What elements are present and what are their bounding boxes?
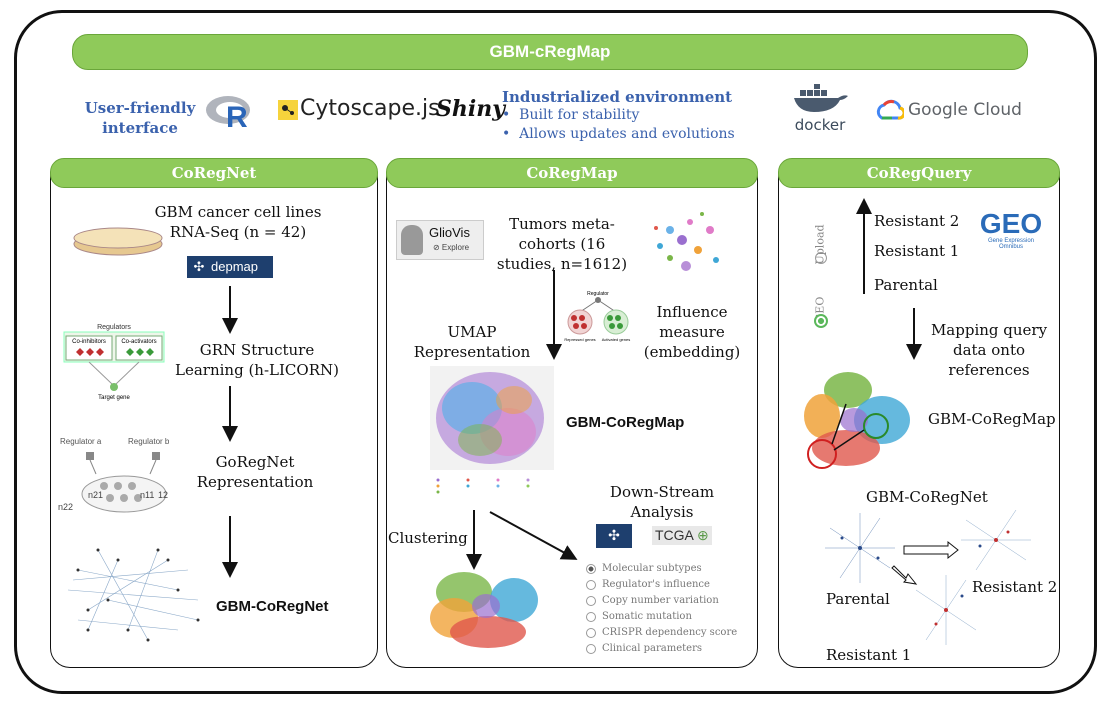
docker-logo: docker bbox=[790, 84, 850, 136]
svg-text:n22: n22 bbox=[58, 502, 73, 512]
gbm-coregmap-result: GBM-CoRegMap bbox=[566, 414, 685, 431]
svg-text:Co-inhibitors: Co-inhibitors bbox=[72, 339, 106, 345]
net-resistant2-label: Resistant 2 bbox=[972, 578, 1058, 596]
google-cloud-icon bbox=[876, 98, 906, 122]
analysis-option[interactable]: Somatic mutation bbox=[586, 609, 756, 625]
coregmap-banner: CoRegMap bbox=[386, 158, 758, 188]
hollow-arrow-down bbox=[891, 565, 918, 585]
analysis-option[interactable]: Regulator's influence bbox=[586, 577, 756, 593]
radio-icon bbox=[586, 611, 596, 622]
bullet-item: • Built for stability bbox=[502, 107, 640, 123]
coregnet-network-image bbox=[58, 530, 208, 660]
query-map-result: GBM-CoRegMap bbox=[928, 410, 1056, 428]
analysis-options-list: Molecular subtypes Regulator's influence… bbox=[586, 561, 756, 657]
svg-text:n11: n11 bbox=[140, 490, 154, 500]
tcga-logo: TCGA ⊕ bbox=[652, 526, 712, 545]
analysis-option[interactable]: CRISPR dependency score bbox=[586, 625, 756, 641]
geo-radio-selected-icon[interactable] bbox=[814, 314, 828, 328]
svg-text:Regulator b: Regulator b bbox=[128, 437, 170, 446]
google-cloud-label: Google Cloud bbox=[908, 100, 1022, 120]
bullet-item: • Allows updates and evolutions bbox=[502, 126, 735, 142]
radio-icon bbox=[586, 643, 596, 654]
head-icon bbox=[401, 225, 423, 255]
industrialized-label: Industrialized environment bbox=[502, 88, 733, 106]
resistant2-network-image bbox=[956, 500, 1036, 580]
parental-network-image bbox=[820, 508, 900, 588]
globe-icon: ⊕ bbox=[697, 527, 709, 543]
radio-icon bbox=[586, 627, 596, 638]
svg-text:Activated genes: Activated genes bbox=[602, 337, 630, 342]
clustering-text: Clustering bbox=[388, 529, 468, 547]
query-net-result: GBM-CoRegNet bbox=[866, 488, 988, 506]
svg-text:Regulators: Regulators bbox=[97, 324, 131, 331]
industrialized-bullets: • Built for stability • Allows updates a… bbox=[502, 106, 735, 144]
source-selector: Upload GEO bbox=[810, 196, 832, 330]
depmap-star-icon: ✣ bbox=[193, 259, 205, 274]
depmap-logo: ✣depmap bbox=[187, 256, 273, 278]
regulators-diagram: Regulators Co-inhibitors Co-activators T… bbox=[62, 320, 166, 402]
radio-icon bbox=[586, 595, 596, 606]
analysis-option[interactable]: Copy number variation bbox=[586, 593, 756, 609]
parental-label: Parental bbox=[874, 276, 938, 294]
shiny-logo: Shiny bbox=[436, 96, 506, 122]
coregquery-banner: CoRegQuery bbox=[778, 158, 1060, 188]
influence-diagram: Regulator Repressed genes Activated gene… bbox=[562, 288, 634, 346]
radio-selected-icon bbox=[586, 563, 596, 574]
geo-logo: GEO Gene Expression Omnibus bbox=[979, 208, 1043, 251]
svg-text:Co-activators: Co-activators bbox=[121, 339, 156, 345]
arrow-umap-to-downstream bbox=[489, 511, 578, 560]
query-umap-image bbox=[792, 366, 922, 476]
petri-dish-icon bbox=[70, 222, 166, 258]
radio-icon bbox=[586, 579, 596, 590]
gliovis-logo: GlioVis ⊘ Explore bbox=[396, 220, 484, 260]
gbm-coregnet-result: GBM-CoRegNet bbox=[216, 598, 329, 615]
clustering-plot-image bbox=[414, 562, 560, 654]
svg-text:Repressed genes: Repressed genes bbox=[564, 337, 595, 342]
resistant2-label: Resistant 2 bbox=[874, 212, 960, 230]
docker-whale-icon bbox=[794, 84, 848, 112]
svg-text:Regulator: Regulator bbox=[587, 291, 609, 297]
svg-text:Target gene: Target gene bbox=[98, 395, 130, 401]
depmap-star-icon: ✣ bbox=[596, 524, 632, 548]
svg-text:R: R bbox=[226, 101, 248, 132]
resistant1-network-image bbox=[906, 570, 986, 650]
svg-text:12: 12 bbox=[158, 490, 168, 500]
net-resistant1-label: Resistant 1 bbox=[826, 646, 912, 664]
analysis-option[interactable]: Molecular subtypes bbox=[586, 561, 756, 577]
r-logo-icon: R bbox=[204, 92, 256, 134]
svg-text:n21: n21 bbox=[88, 490, 103, 500]
outer-frame bbox=[14, 10, 1097, 694]
coregnet-representation-diagram: Regulator a Regulator b n21 n11 12 n22 bbox=[56, 434, 180, 518]
cytoscape-icon bbox=[278, 100, 298, 120]
coregnet-banner: CoRegNet bbox=[50, 158, 378, 188]
umap-plot-image bbox=[420, 362, 558, 500]
upload-radio-icon[interactable] bbox=[815, 252, 827, 264]
hollow-arrow-right bbox=[903, 540, 959, 560]
analysis-option[interactable]: Clinical parameters bbox=[586, 641, 756, 657]
cohort-scatter-image bbox=[640, 200, 736, 278]
main-title-banner: GBM-cRegMap bbox=[72, 34, 1028, 70]
cytoscape-label: Cytoscape.js bbox=[300, 96, 440, 121]
resistant1-label: Resistant 1 bbox=[874, 242, 960, 260]
net-parental-label: Parental bbox=[826, 590, 890, 608]
svg-text:Regulator a: Regulator a bbox=[60, 437, 102, 446]
